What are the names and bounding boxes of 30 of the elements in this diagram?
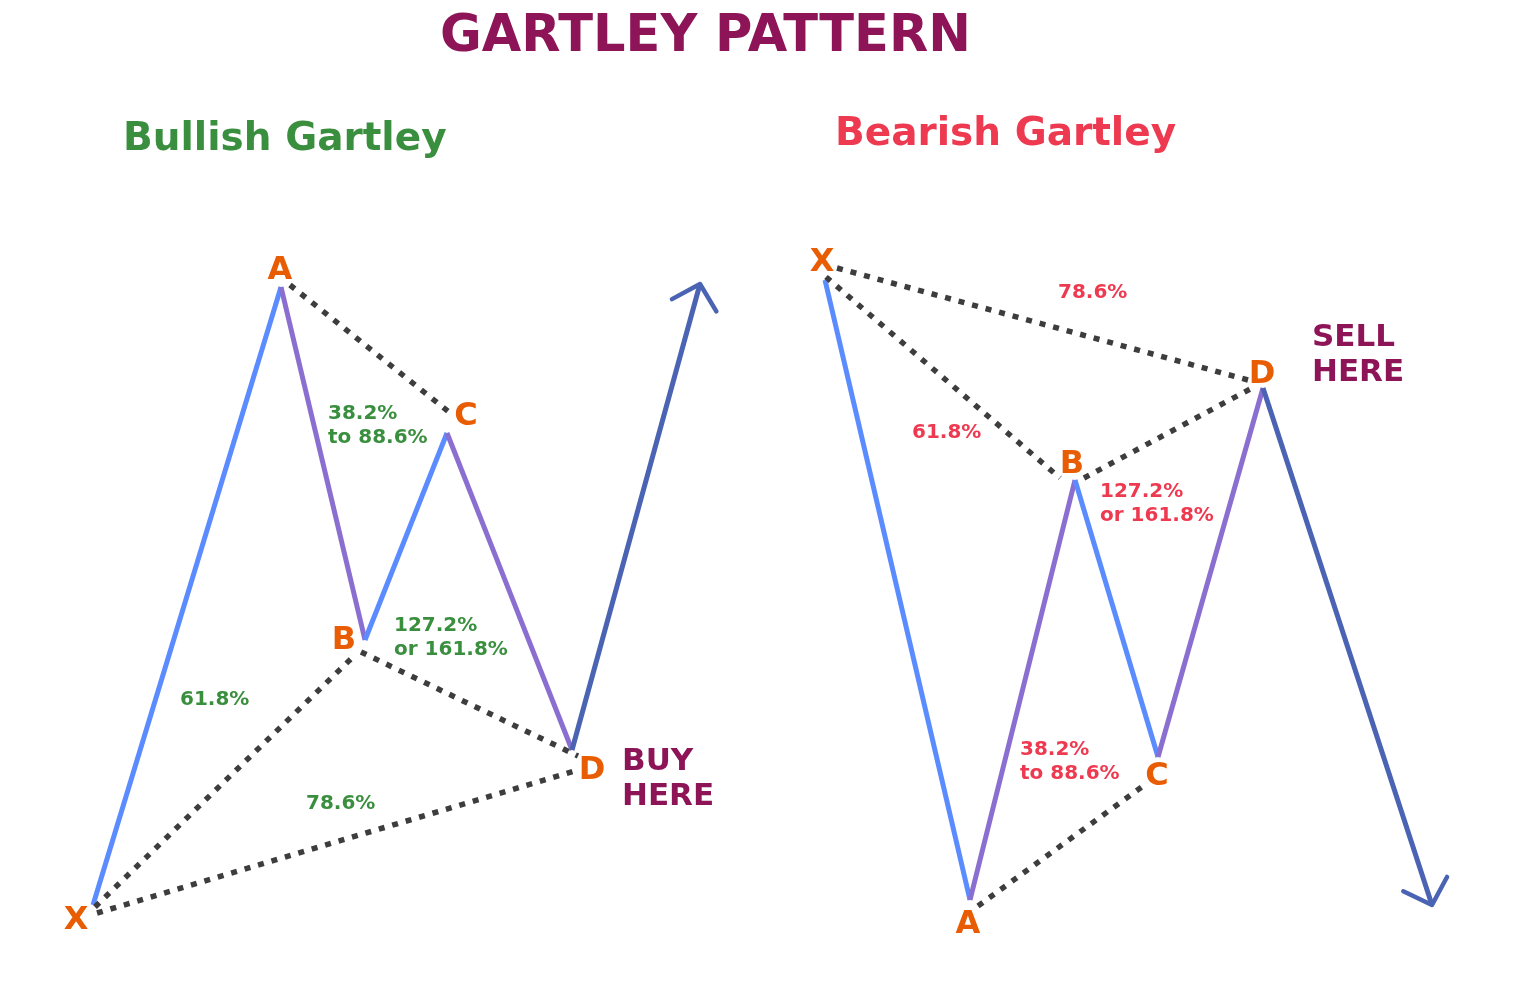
point-label: D [1248,356,1276,388]
arrow [1260,387,1450,908]
arrow [569,281,719,751]
line-segment [362,432,450,641]
point-label: A [266,252,294,284]
line-segment [90,286,284,906]
line-segment [967,479,1078,901]
point-label: A [954,906,982,938]
heading: Bearish Gartley [835,108,1177,156]
dotted-line [824,274,1062,481]
dotted-line [288,282,451,415]
line-segment [1155,387,1266,758]
point-label: B [330,622,358,654]
title: GARTLEY PATTERN [440,4,971,64]
point-label: B [1058,446,1086,478]
dotted-line [836,265,1249,383]
dotted-line [976,783,1145,909]
action-note: SELL HERE [1312,318,1405,388]
action-note: BUY HERE [622,742,715,812]
point-label: D [578,752,606,784]
heading: Bullish Gartley [123,113,447,161]
line-segment [278,286,368,641]
dotted-line [359,649,580,759]
line-segment [822,279,973,901]
point-label: X [808,244,836,276]
point-label: C [1143,758,1171,790]
dotted-line [1082,385,1254,481]
point-label: C [452,398,480,430]
line-segment [1072,479,1161,758]
point-label: X [62,902,90,934]
